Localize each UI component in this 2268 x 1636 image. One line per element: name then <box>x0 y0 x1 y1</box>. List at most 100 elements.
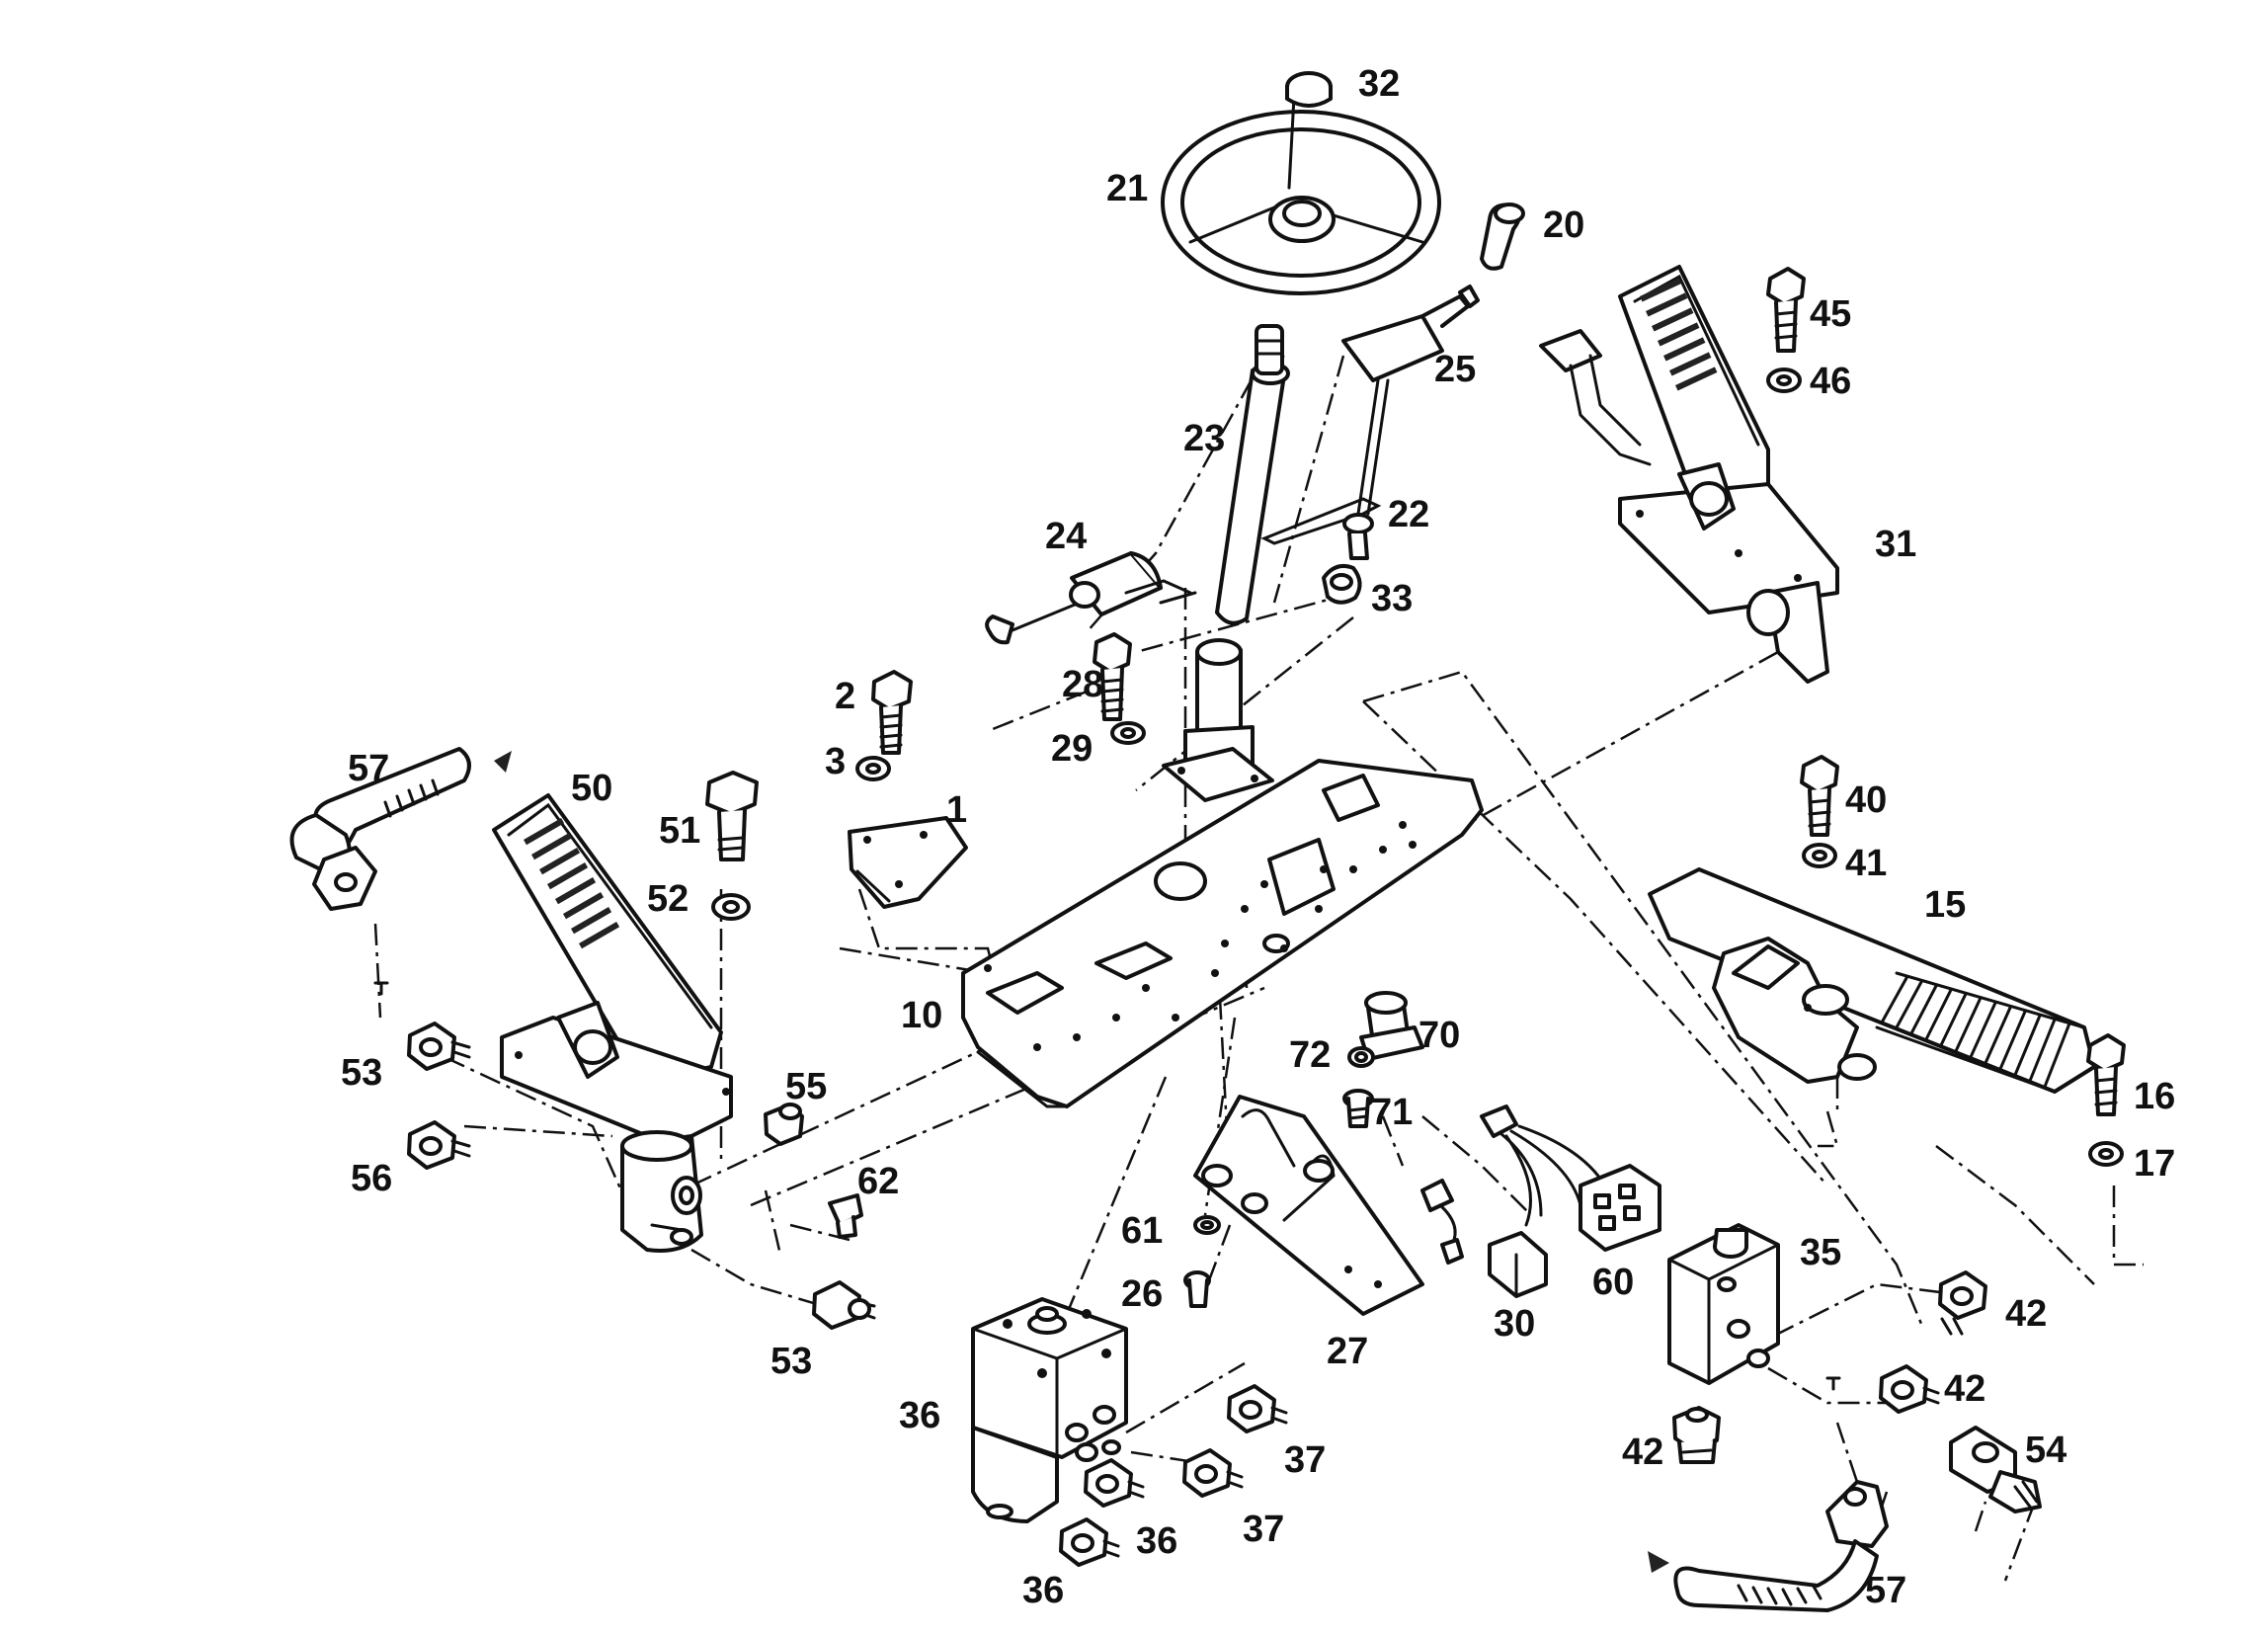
bracket-plate-part-60 <box>1193 1095 1424 1316</box>
callout-57-top: 57 <box>348 748 389 789</box>
callout-35: 36 <box>899 1395 940 1436</box>
knob-part-20 <box>1480 203 1525 271</box>
callout-42-a: 42 <box>2005 1293 2047 1335</box>
hose-part-57-top <box>289 747 512 911</box>
fitting-part-56 <box>828 1193 863 1239</box>
callout-22: 22 <box>1388 494 1429 535</box>
callout-29: 29 <box>1051 728 1093 770</box>
callout-41: 41 <box>1845 843 1887 884</box>
callout-52: 52 <box>647 878 688 920</box>
washer-part-41 <box>1802 843 1837 868</box>
callout-32: 32 <box>1358 63 1400 105</box>
hose-part-57-bottom <box>1648 1480 1889 1612</box>
wiring-harness-part-26 <box>1420 1104 1661 1265</box>
fitting-part-42-b <box>1879 1364 1940 1414</box>
tee-marker <box>373 981 1841 1391</box>
callout-71: 71 <box>1371 1092 1413 1133</box>
bolt-part-45 <box>1766 267 1806 353</box>
callout-31: 31 <box>1875 524 1916 565</box>
washer-part-17 <box>2088 1141 2124 1167</box>
callout-45: 45 <box>1810 293 1851 335</box>
pedal-assembly-part-31 <box>1539 265 1839 684</box>
steering-column <box>1215 324 1290 625</box>
fitting-part-36-a <box>1084 1458 1145 1508</box>
washer-part-62 <box>1193 1215 1221 1235</box>
fitting-part-53-c <box>812 1280 876 1330</box>
fitting-part-53-b <box>407 1120 471 1170</box>
fitting-part-37-a <box>1227 1384 1288 1433</box>
callout-20: 20 <box>1543 204 1584 246</box>
callout-54: 54 <box>2025 1430 2066 1471</box>
callout-56: 62 <box>857 1161 899 1202</box>
bolt-part-16 <box>2086 1033 2126 1116</box>
callout-55: 55 <box>785 1066 827 1107</box>
callout-37-b: 37 <box>1243 1509 1284 1550</box>
callout-57-bottom: 57 <box>1865 1570 1906 1611</box>
washer-part-29 <box>1110 721 1146 745</box>
callout-33: 33 <box>1371 578 1413 619</box>
callout-27: 30 <box>1494 1303 1535 1345</box>
solenoid-part-70 <box>1359 991 1424 1061</box>
callout-50: 50 <box>571 768 612 809</box>
callout-37-a: 37 <box>1284 1439 1326 1481</box>
callout-42-b: 42 <box>1944 1368 1985 1410</box>
steering-wheel <box>1161 95 1441 295</box>
bolt-part-40 <box>1800 755 1839 837</box>
washer-part-72 <box>1347 1046 1375 1068</box>
callout-60: 27 <box>1327 1331 1368 1372</box>
steering-wheel-cap <box>1285 71 1333 108</box>
callout-21: 21 <box>1106 168 1148 209</box>
steering-unit-part-35 <box>971 1297 1128 1523</box>
callout-72: 72 <box>1289 1034 1331 1076</box>
screw-part-61 <box>1183 1270 1211 1308</box>
callout-40: 40 <box>1845 779 1887 821</box>
valve-body-part-50 <box>620 1130 703 1253</box>
bolt-part-28 <box>1093 632 1132 721</box>
fitting-part-53-a <box>407 1022 471 1071</box>
callout-15: 15 <box>1924 884 1966 926</box>
callout-25: 25 <box>1434 349 1476 390</box>
column-base <box>1162 638 1274 802</box>
callout-53-c: 53 <box>770 1341 812 1382</box>
nut-part-33 <box>1322 564 1362 605</box>
fitting-part-42-c <box>1672 1406 1721 1464</box>
tee-fitting-part-54 <box>1949 1426 2042 1513</box>
callout-2: 2 <box>835 676 855 717</box>
callout-53-a: 53 <box>341 1052 382 1094</box>
callout-36-b: 36 <box>1022 1570 1064 1611</box>
callout-70: 70 <box>1418 1015 1460 1056</box>
clip-part-22 <box>1260 497 1382 560</box>
pedal-part-50 <box>492 793 733 1148</box>
callout-1: 1 <box>946 789 967 831</box>
connector-part-27 <box>1488 1231 1548 1298</box>
bracket-part-1 <box>848 816 968 909</box>
callout-10: 10 <box>901 995 942 1036</box>
callout-24: 24 <box>1045 516 1087 557</box>
callout-62: 61 <box>1121 1210 1163 1252</box>
fitting-part-36-b <box>1059 1517 1120 1567</box>
screw-part-71 <box>1342 1089 1374 1128</box>
washer-part-3 <box>855 756 891 781</box>
callout-46: 46 <box>1810 361 1851 402</box>
fitting-part-55 <box>764 1103 804 1146</box>
callout-labels: 32 21 20 45 46 25 23 22 24 33 31 28 2 29… <box>341 63 2175 1611</box>
pedal-part-15 <box>1648 867 2096 1094</box>
bolt-part-51 <box>705 771 759 861</box>
switch-part-25 <box>1341 285 1480 516</box>
callout-51: 51 <box>659 810 700 852</box>
fitting-part-42-a <box>1938 1270 1987 1336</box>
callout-3: 3 <box>825 741 846 782</box>
callout-26: 60 <box>1592 1262 1634 1303</box>
switch-part-24 <box>985 551 1197 645</box>
callout-30: 35 <box>1800 1232 1841 1273</box>
valve-block-part-30 <box>1667 1223 1780 1385</box>
callout-61: 26 <box>1121 1273 1163 1315</box>
callout-53-b: 56 <box>351 1158 392 1199</box>
callout-23: 23 <box>1183 418 1225 459</box>
callout-28: 28 <box>1062 664 1103 705</box>
washer-part-46 <box>1766 368 1802 393</box>
callout-16: 16 <box>2134 1076 2175 1117</box>
bolt-part-2 <box>871 670 913 755</box>
callout-17: 17 <box>2134 1143 2175 1185</box>
